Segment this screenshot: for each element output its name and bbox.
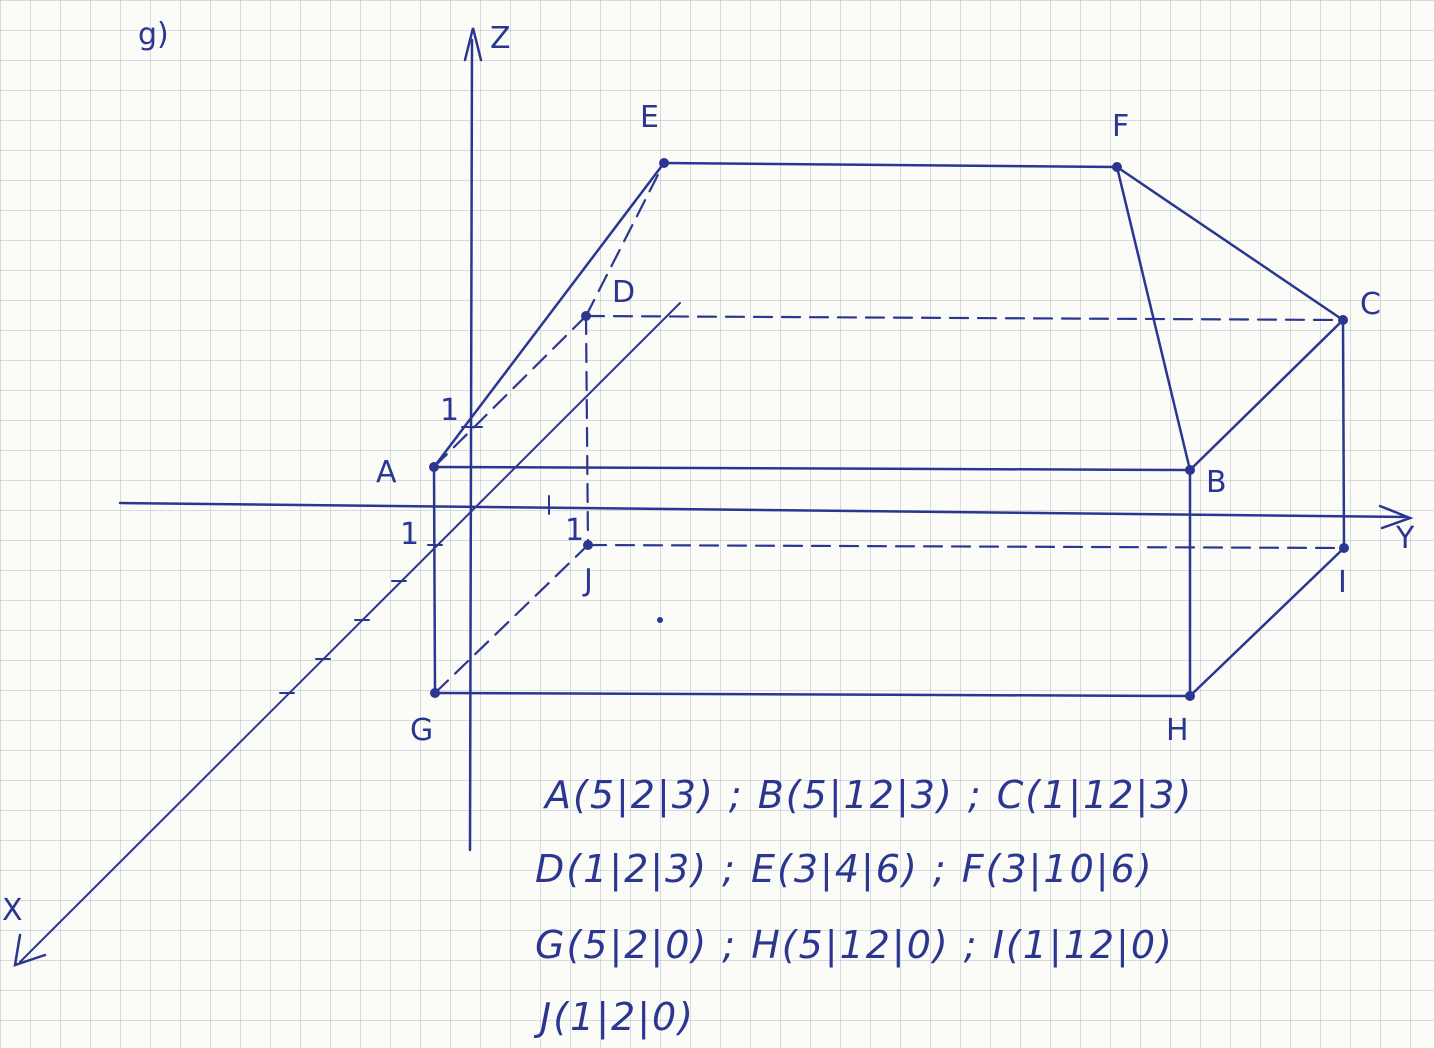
label-e: E: [640, 100, 659, 135]
x-unit-label: 1: [400, 517, 419, 552]
z-axis: [468, 38, 474, 852]
hidden-edges: [432, 161, 1346, 695]
edge-g-j: [433, 543, 590, 695]
part-label: g): [138, 17, 169, 52]
label-h: H: [1166, 713, 1189, 748]
z-unit-label: 1: [440, 393, 459, 428]
y-axis-label: Y: [1395, 521, 1415, 556]
edge-a-e: [432, 161, 666, 469]
y-axis: [118, 501, 1407, 519]
coords-line-1: A(5|2|3) ; B(5|12|3) ; C(1|12|3): [542, 773, 1193, 818]
x-axis: [19, 302, 681, 963]
coordinate-list: A(5|2|3) ; B(5|12|3) ; C(1|12|3) D(1|2|3…: [533, 773, 1193, 1040]
vertex-f: [1112, 162, 1122, 172]
edge-j-i: [586, 543, 1346, 550]
vertices: [429, 158, 1349, 701]
label-j: J: [582, 563, 593, 598]
coords-line-3: G(5|2|0) ; H(5|12|0) ; I(1|12|0): [535, 923, 1174, 968]
edge-a-b: [432, 465, 1192, 472]
x-axis-arrow-icon: [13, 933, 47, 967]
edge-c-i: [1341, 318, 1346, 550]
y-unit-label: 1: [565, 513, 584, 548]
edge-f-c: [1115, 165, 1345, 322]
y-axis-arrow-icon: [1378, 504, 1414, 530]
vertex-g: [430, 688, 440, 698]
edge-g-h: [433, 691, 1192, 698]
z-axis-arrow-icon: [463, 27, 483, 62]
vertex-i: [1339, 543, 1349, 553]
edge-b-c: [1188, 318, 1345, 472]
label-a: A: [376, 455, 397, 490]
solid-edges: [432, 161, 1346, 698]
edge-d-e: [584, 161, 666, 318]
label-b: B: [1206, 465, 1227, 500]
vertex-a: [429, 462, 439, 472]
edge-a-g: [432, 465, 437, 695]
vertex-labels: A B C D E F G H I J: [376, 100, 1381, 748]
edge-a-d: [432, 314, 588, 469]
label-d: D: [612, 275, 635, 310]
coords-line-4: J(1|2|0): [533, 995, 695, 1040]
edge-d-c: [584, 314, 1345, 322]
z-axis-label: Z: [490, 21, 511, 56]
x-axis-label: X: [2, 893, 23, 928]
edge-e-f: [662, 161, 1119, 169]
vertex-e: [659, 158, 669, 168]
vertex-j: [583, 540, 593, 550]
edge-h-i: [1188, 546, 1346, 698]
edge-d-j: [584, 314, 590, 547]
vertex-b: [1185, 465, 1195, 475]
vertex-d: [581, 311, 591, 321]
axes: X Y Z 1 1 1: [2, 21, 1415, 967]
label-f: F: [1112, 109, 1129, 144]
coords-line-2: D(1|2|3) ; E(3|4|6) ; F(3|10|6): [535, 847, 1154, 892]
vertex-h: [1185, 691, 1195, 701]
vertex-c: [1338, 315, 1348, 325]
label-c: C: [1360, 287, 1381, 322]
stray-dot: [657, 617, 663, 623]
label-g: G: [410, 713, 433, 748]
label-i: I: [1338, 565, 1347, 600]
